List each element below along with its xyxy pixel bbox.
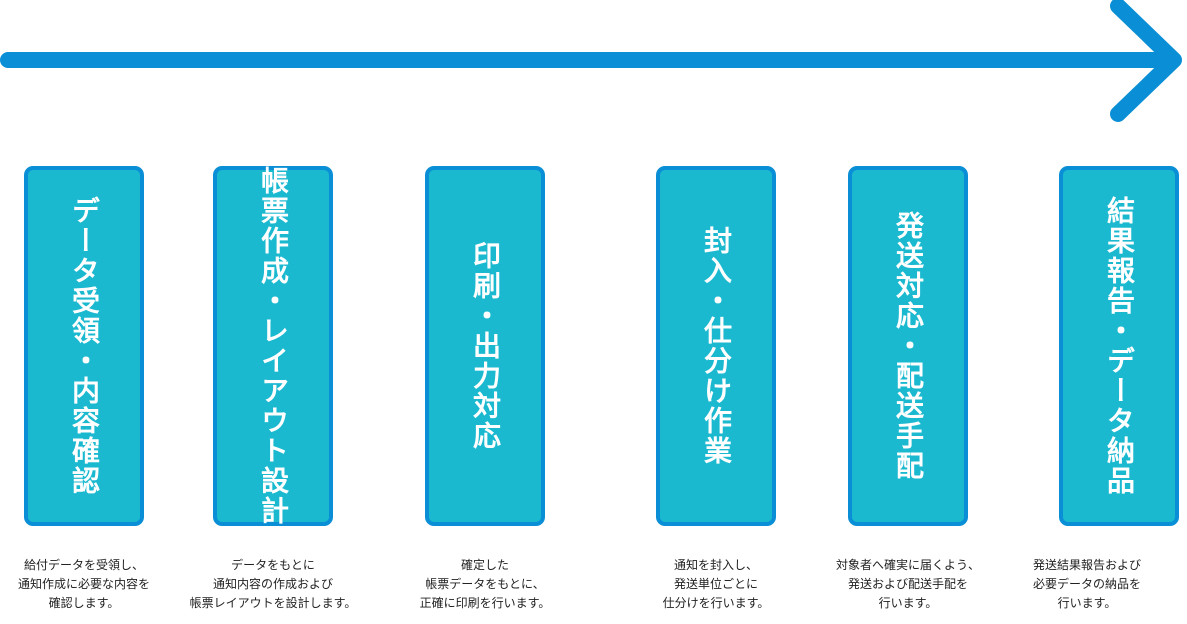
step-description: 通知を封入し、 発送単位ごとに 仕分けを行います。 xyxy=(662,558,770,610)
step-description: 確定した 帳票データをもとに、 正確に印刷を行います。 xyxy=(419,558,551,610)
step-box-shipping: 発送対応・配送手配 xyxy=(848,166,968,526)
step-title: 帳票作成・レイアウト設計 xyxy=(257,166,290,526)
step-title: 発送対応・配送手配 xyxy=(892,211,925,481)
step-description: データをもとに 通知内容の作成および 帳票レイアウトを設計します。 xyxy=(189,558,357,610)
step-title: 結果報告・データ納品 xyxy=(1103,196,1136,496)
step-box-result-report: 結果報告・データ納品 xyxy=(1059,166,1179,526)
step-box-printing: 印刷・出力対応 xyxy=(425,166,545,526)
step-description: 給付データを受領し、 通知作成に必要な内容を 確認します。 xyxy=(17,558,150,610)
step-title: データ受領・内容確認 xyxy=(68,196,101,496)
step-box-data-receipt: データ受領・内容確認 xyxy=(24,166,144,526)
arrow-head xyxy=(1110,0,1182,122)
step-title: 印刷・出力対応 xyxy=(469,241,502,451)
step-description: 発送結果報告および 必要データの納品を 行います。 xyxy=(1032,558,1141,610)
step-description: 対象者へ確実に届くよう、 発送および配送手配を 行います。 xyxy=(835,558,980,610)
step-box-form-creation: 帳票作成・レイアウト設計 xyxy=(213,166,333,526)
step-box-enclosing: 封入・仕分け作業 xyxy=(656,166,776,526)
step-title: 封入・仕分け作業 xyxy=(700,226,733,466)
flow-arrow-icon xyxy=(0,0,1182,122)
